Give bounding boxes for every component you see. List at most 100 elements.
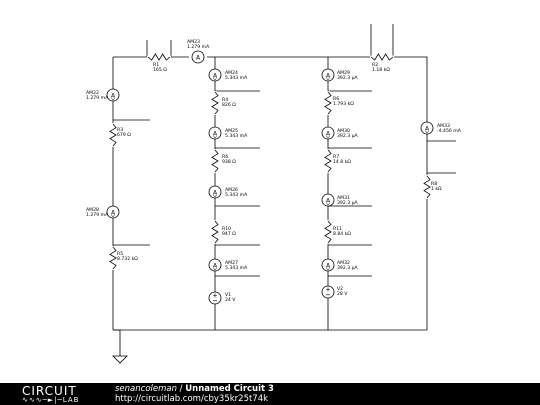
resistor-zigzag xyxy=(324,91,332,115)
ammeter-a-icon: A xyxy=(196,54,201,61)
resistor-r6[interactable]: R61.793 kΩ xyxy=(324,91,354,115)
component-name: AM32 xyxy=(337,260,350,266)
component-name: R2 xyxy=(372,62,378,68)
current-arrow-icon xyxy=(326,77,330,81)
author-link[interactable]: senancoleman xyxy=(115,384,177,394)
ammeter-circle xyxy=(420,121,434,135)
component-value: 165 Ω xyxy=(153,67,167,73)
ammeter-a-icon: A xyxy=(213,72,218,79)
component-name: R6 xyxy=(333,96,339,102)
component-name: R5 xyxy=(117,251,123,257)
resistor-zigzag xyxy=(211,91,219,115)
component-value: 1.279 mA xyxy=(86,95,109,101)
component-name: AM24 xyxy=(225,70,238,76)
resistor-r2[interactable]: R21.18 kΩ xyxy=(370,53,394,73)
component-value: 826 Ω xyxy=(222,102,236,108)
current-arrow-icon xyxy=(213,194,217,198)
wires xyxy=(112,24,456,356)
ammeter-circle xyxy=(208,126,222,140)
resistor-zigzag xyxy=(324,149,332,173)
ammeter-a-icon: A xyxy=(111,92,116,99)
component-value: 5.343 mA xyxy=(225,265,248,271)
current-arrow-icon xyxy=(213,267,217,271)
circuit-title: Unnamed Circuit 3 xyxy=(185,384,274,394)
component-name: R1 xyxy=(153,62,159,68)
component-value: 392.3 µA xyxy=(337,200,359,206)
current-arrow-icon xyxy=(326,135,330,139)
component-name: R4 xyxy=(222,97,228,103)
component-name: R8 xyxy=(431,181,437,187)
component-name: AM29 xyxy=(337,70,350,76)
ammeter-circle xyxy=(106,205,120,219)
ammeter-circle xyxy=(208,185,222,199)
resistor-zigzag xyxy=(211,220,219,244)
ammeter-circle xyxy=(106,88,120,102)
resistor-r5[interactable]: R58.732 kΩ xyxy=(109,246,138,270)
component-value: 392.3 µA xyxy=(337,265,359,271)
component-value: 28 V xyxy=(337,291,348,297)
component-name: AM30 xyxy=(337,128,350,134)
circuit-url[interactable]: http://circuitlab.com/cby35kr25t74k xyxy=(115,394,269,404)
component-value: 1.279 mA xyxy=(86,212,109,218)
ammeter-a-icon: A xyxy=(326,262,331,269)
current-arrow-icon xyxy=(213,77,217,81)
ammeter-a-icon: A xyxy=(326,197,331,204)
ammeter-a-icon: A xyxy=(326,130,331,137)
resistor-zigzag xyxy=(109,246,117,270)
component-value: 5.343 mA xyxy=(225,133,248,139)
current-arrow-icon xyxy=(326,267,330,271)
component-name: R7 xyxy=(333,154,339,160)
component-value: 5.343 mA xyxy=(225,192,248,198)
component-value: 8.732 kΩ xyxy=(117,256,138,262)
ammeter-a-icon: A xyxy=(213,189,218,196)
ammeter-circle xyxy=(191,50,205,64)
ammeter-circle xyxy=(321,68,335,82)
ammeter-circle xyxy=(321,126,335,140)
ammeter-a-icon: A xyxy=(111,209,116,216)
ammeter-a-icon: A xyxy=(326,72,331,79)
component-value: 392.3 µA xyxy=(337,75,359,81)
component-name: V1 xyxy=(225,292,231,298)
component-value: 1.279 mA xyxy=(187,44,210,50)
component-value: 8.84 kΩ xyxy=(333,231,351,237)
resistor-zigzag xyxy=(109,123,117,147)
component-name: AM31 xyxy=(337,195,350,201)
ammeter-circle xyxy=(208,258,222,272)
current-arrow-icon xyxy=(111,97,115,101)
resistor-zigzag xyxy=(324,220,332,244)
current-arrow-icon xyxy=(425,130,429,134)
circuitlab-logo[interactable]: CIRCUIT ∿∿∿─►|─LAB xyxy=(22,383,94,405)
component-value: -4.456 mA xyxy=(437,128,462,134)
ammeter-a-icon: A xyxy=(213,262,218,269)
component-value: 392.3 µA xyxy=(337,133,359,139)
resistor-r8[interactable]: R81 kΩ xyxy=(423,175,442,199)
voltage-source-circle xyxy=(321,285,335,299)
logo-text-bottom: ∿∿∿─►|─LAB xyxy=(22,396,80,404)
ground-symbol xyxy=(112,355,128,364)
footer-bar: CIRCUIT ∿∿∿─►|─LAB senancoleman / Unname… xyxy=(0,383,540,405)
